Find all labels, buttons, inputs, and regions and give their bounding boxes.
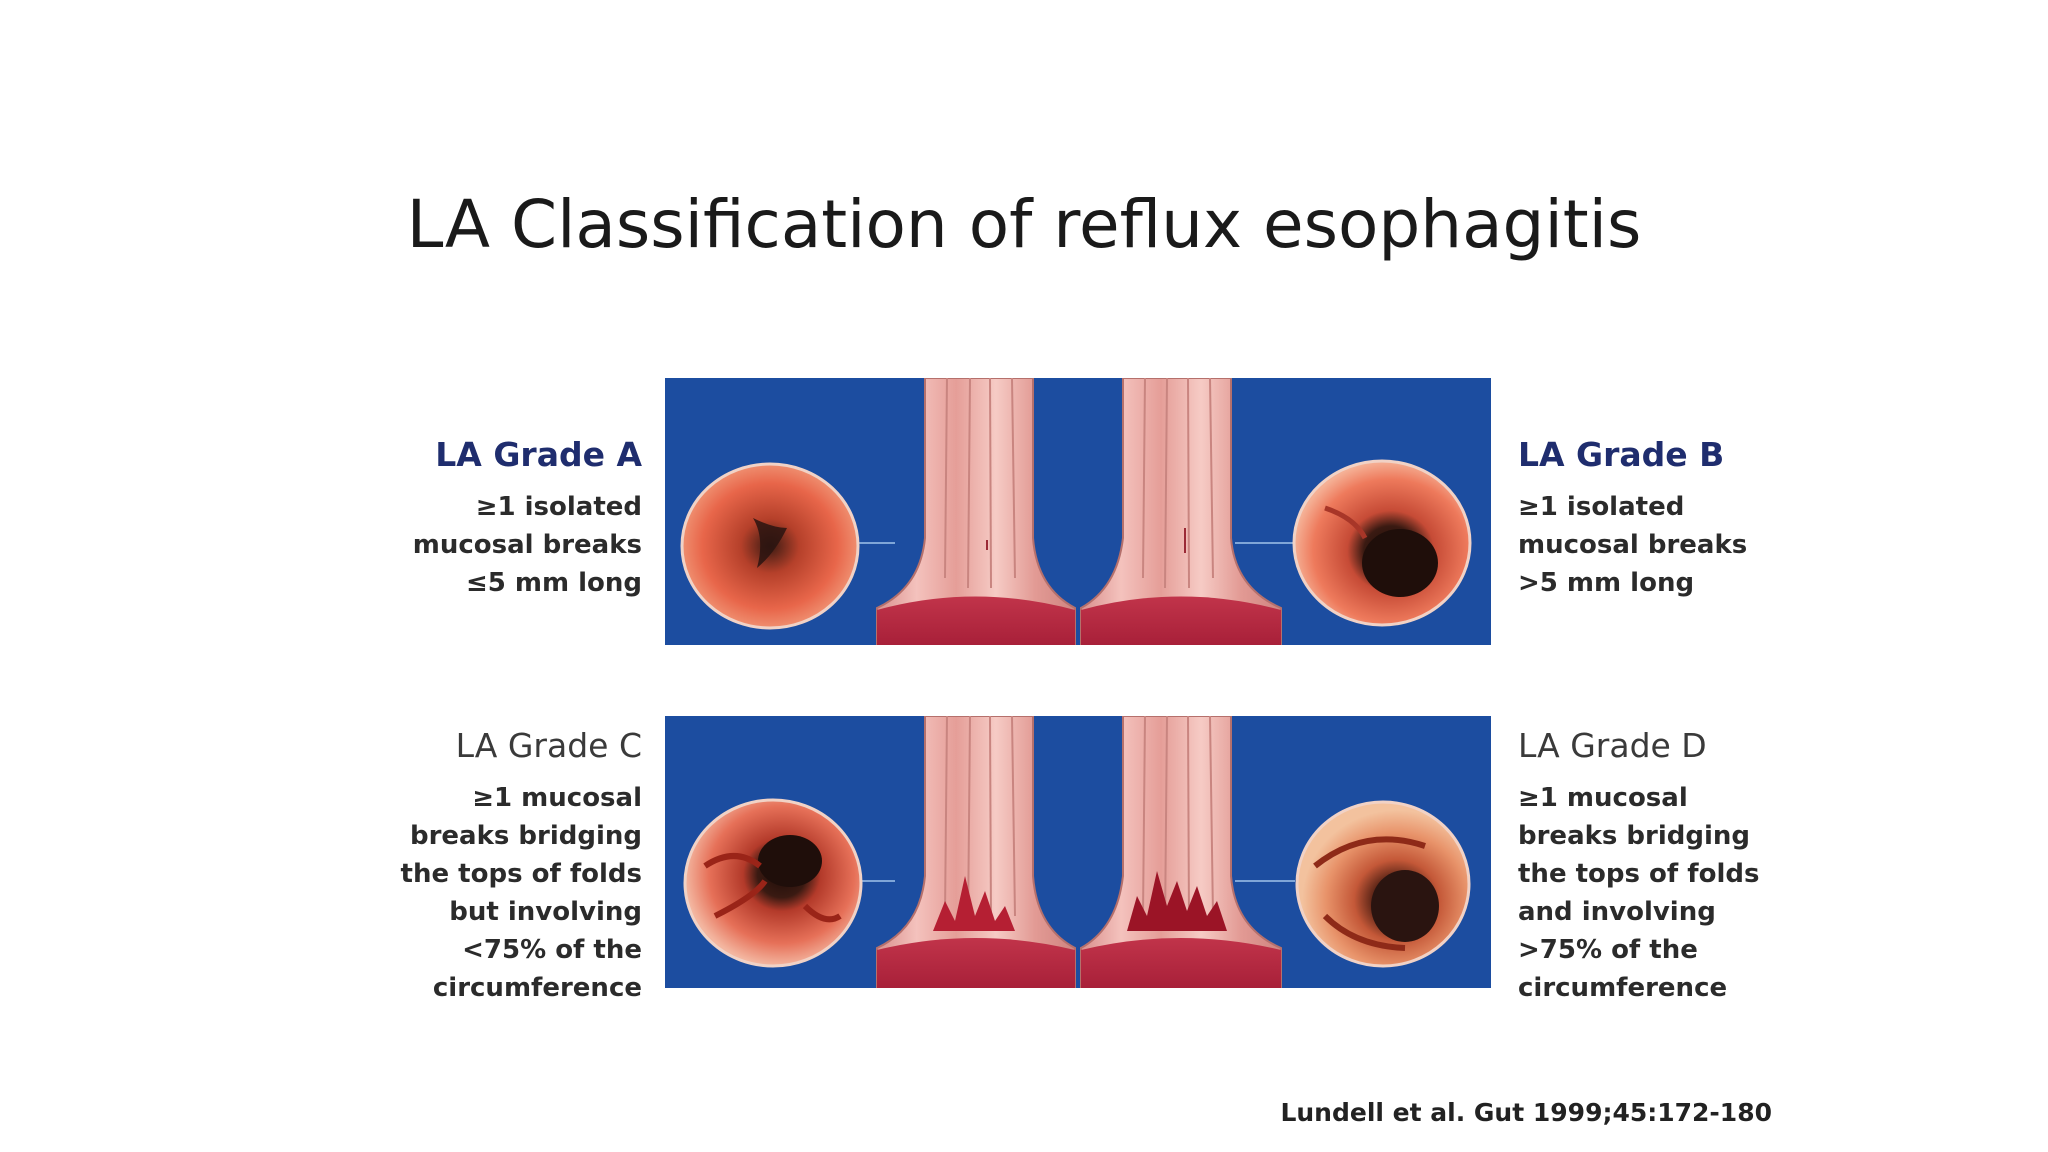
endoscopic-view-grade-a: [680, 462, 860, 630]
grade-d-description: ≥1 mucosal breaks bridging the tops of f…: [1518, 783, 1760, 1003]
illustration-panel-grades-a-b: [665, 378, 1491, 645]
endoscopic-view-grade-d: [1295, 800, 1471, 968]
grade-a-description: ≥1 isolated mucosal breaks ≤5 mm long: [412, 492, 642, 598]
esophagus-illustration-a-b: [680, 378, 1472, 645]
grade-c-label: LA Grade C ≥1 mucosal breaks bridging th…: [372, 726, 642, 1007]
grade-b-title: LA Grade B: [1518, 435, 1725, 474]
grade-c-title: LA Grade C: [455, 726, 642, 765]
grade-c-description: ≥1 mucosal breaks bridging the tops of f…: [400, 783, 642, 1003]
esophagus-tube-grade-d: [1080, 716, 1282, 988]
grade-a-label: LA Grade A ≥1 isolated mucosal breaks ≤5…: [382, 435, 642, 602]
grade-a-title: LA Grade A: [435, 435, 642, 474]
endoscopic-view-grade-b: [1292, 459, 1472, 627]
grade-d-label: LA Grade D ≥1 mucosal breaks bridging th…: [1518, 726, 1788, 1007]
esophagus-illustration-c-d: [683, 716, 1471, 988]
esophagus-tube-grade-a: [876, 378, 1076, 645]
grade-b-description: ≥1 isolated mucosal breaks >5 mm long: [1518, 492, 1748, 598]
illustration-panel-grades-c-d: [665, 716, 1491, 988]
slide-title: LA Classification of reflux esophagitis: [406, 186, 1642, 263]
grade-d-title: LA Grade D: [1518, 726, 1707, 765]
citation: Lundell et al. Gut 1999;45:172-180: [1280, 1098, 1772, 1127]
esophagus-tube-grade-b: [1080, 378, 1282, 645]
grade-b-label: LA Grade B ≥1 isolated mucosal breaks >5…: [1518, 435, 1778, 602]
esophagus-tube-grade-c: [876, 716, 1076, 988]
endoscopic-view-grade-c: [683, 798, 863, 968]
